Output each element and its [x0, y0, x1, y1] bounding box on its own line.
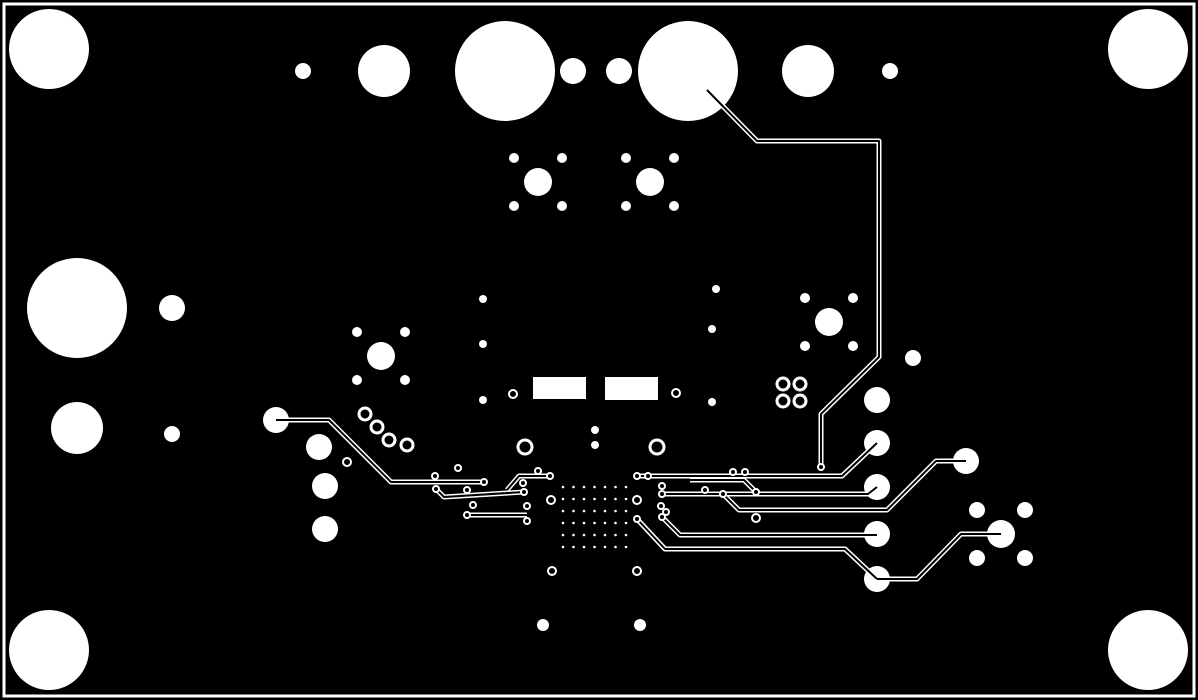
bga-ball: [603, 545, 607, 549]
bga-grid: [561, 485, 628, 549]
bga-ball: [624, 533, 628, 537]
bga-ball: [593, 509, 596, 513]
round-pad: [51, 402, 103, 454]
bga-ball: [572, 521, 575, 525]
round-pad: [782, 45, 834, 97]
bga-ball: [614, 497, 617, 501]
bga-ball: [603, 533, 607, 537]
trace-end-vias: [431, 463, 825, 525]
bga-ball: [603, 485, 607, 489]
bga-ball: [572, 509, 575, 513]
bga-ball: [561, 533, 565, 537]
mounting-hole-bottom-left: [9, 610, 89, 690]
round-pad: [560, 58, 586, 84]
small-pad: [164, 426, 180, 442]
bga-ball: [582, 509, 586, 513]
bga-ball: [593, 545, 596, 549]
smd-pad-left: [533, 377, 586, 399]
bga-ball: [582, 533, 586, 537]
bga-ball: [561, 545, 565, 549]
trace-inner-group: [276, 89, 1001, 580]
bga-ball: [614, 533, 617, 537]
bga-ball: [624, 485, 628, 489]
bga-ball: [582, 497, 586, 501]
bga-ball: [614, 545, 617, 549]
large-pad: [455, 21, 555, 121]
bga-ball: [614, 521, 617, 525]
bga-ball: [614, 485, 617, 489]
large-pad: [27, 258, 127, 358]
footprint-group: [352, 153, 1033, 566]
bga-ball: [603, 521, 607, 525]
bga-ball: [582, 521, 586, 525]
ring-via-group: [342, 376, 808, 576]
mounting-hole-bottom-right: [1108, 610, 1188, 690]
bga-ball: [614, 509, 617, 513]
bga-ball: [624, 545, 628, 549]
bga-ball: [593, 521, 596, 525]
via-group: [479, 285, 921, 631]
bga-ball: [603, 509, 607, 513]
bga-ball: [582, 545, 586, 549]
bga-ball: [561, 497, 565, 501]
bga-ball: [593, 533, 596, 537]
footprint-b: [621, 153, 679, 211]
mounting-hole-top-right: [1108, 9, 1188, 89]
round-pad: [358, 45, 410, 97]
bga-ball: [561, 485, 565, 489]
round-pad: [159, 295, 185, 321]
small-pad: [295, 63, 311, 79]
bga-ball: [624, 521, 628, 525]
small-pad: [882, 63, 898, 79]
bga-ball: [561, 521, 565, 525]
bga-ball: [572, 533, 575, 537]
bga-ball: [561, 509, 565, 513]
smd-pad-right: [605, 377, 658, 400]
left-connector: [27, 258, 185, 454]
mounting-hole-top-left: [9, 9, 89, 89]
bga-ball: [624, 497, 628, 501]
round-pad: [606, 58, 632, 84]
bga-ball: [582, 485, 586, 489]
bga-ball: [593, 485, 596, 489]
bga-ball: [624, 509, 628, 513]
bga-ball: [572, 485, 575, 489]
footprint-a: [509, 153, 567, 211]
bga-ball: [603, 497, 607, 501]
bga-ball: [572, 545, 575, 549]
bga-ball: [593, 497, 596, 501]
footprint-c: [352, 327, 410, 385]
bga-ball: [572, 497, 575, 501]
footprint-d: [800, 293, 858, 351]
